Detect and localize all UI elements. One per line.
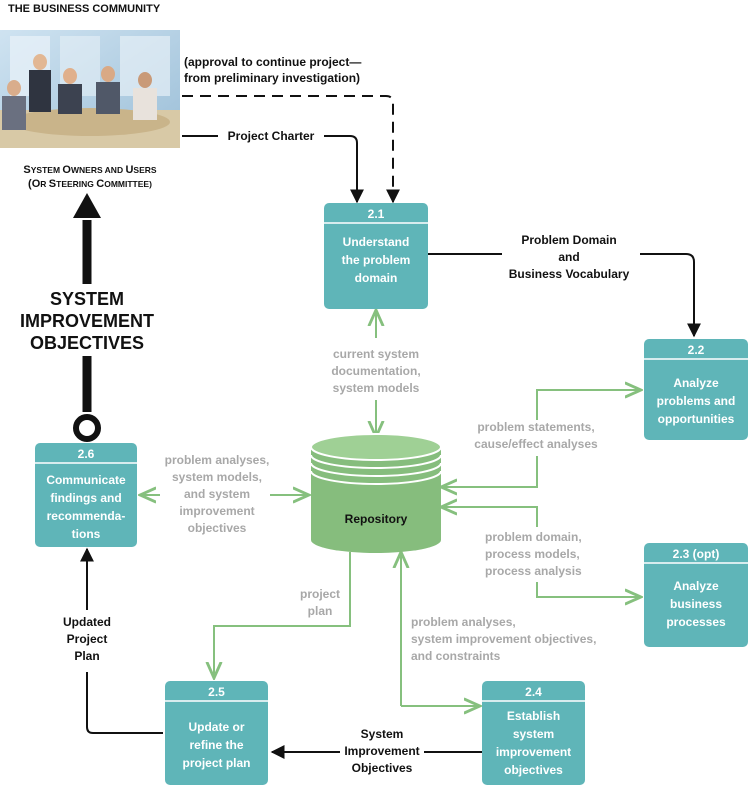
process-number: 2.1 [368,207,385,221]
flow-problem-statements-to-repo [441,456,538,487]
flow-label-current-system: system models [333,381,420,395]
process-label-line: business [670,597,722,611]
process-label-line: problems and [657,394,736,408]
flow-label-updated-plan: Plan [74,649,99,663]
svg-text:SYSTEM OWNERS AND USERS: SYSTEM OWNERS AND USERS [23,164,156,176]
process-label-line: processes [666,615,726,629]
flow-label-updated-plan: Updated [63,615,111,629]
flow-label-problem-analyses-left: objectives [188,521,247,535]
flow-label-project-plan: project [300,587,340,601]
flow-label-problem-analyses-left: and system [184,487,250,501]
flow-problem-statements-to-22 [536,390,641,420]
process-label-line: Analyze [673,376,719,390]
process-number: 2.5 [208,685,225,699]
process-label-line: refine the [189,738,243,752]
flow-label-process-models: problem domain, [485,530,582,544]
flow-label-approval: (approval to continue project— [184,55,361,69]
process-label-line: domain [355,271,398,285]
flow-project-plan-to-25 [214,552,351,678]
business-meeting-photo [0,30,180,148]
flow-label-approval: from preliminary investigation) [184,71,360,85]
process-box-shape [324,203,428,309]
flow-charter-line [182,135,357,202]
process-number: 2.6 [78,447,95,461]
process-label-line: Update or [188,720,244,734]
repository-datastore: Repository [310,433,442,553]
process-label-line: Communicate [46,473,126,487]
svg-text:(OR STEERING COMMITTEE): (OR STEERING COMMITTEE) [28,178,152,190]
process-label-line: Analyze [673,579,719,593]
process-label-line: objectives [504,763,563,777]
process-box-shape [644,543,748,647]
objectives-arrow [73,193,101,442]
flow-label-problem-statements: problem statements, [477,420,594,434]
flow-label-updated-plan: Project [67,632,108,646]
flow-label-problem-statements: cause/effect analyses [474,437,598,451]
process-label-line: Establish [507,709,560,723]
flow-label-constraints: problem analyses, [411,615,516,629]
flow-label-problem-analyses-left: problem analyses, [165,453,270,467]
flow-label-current-system: current system [333,347,419,361]
flow-label-problem-domain-vocab: and [558,250,579,264]
process-label-line: Understand [343,235,410,249]
process-label-line: opportunities [658,412,735,426]
flow-label-constraints: system improvement objectives, [411,632,596,646]
flow-label-process-models: process analysis [485,564,582,578]
process-number: 2.2 [688,343,705,357]
process-label-line: tions [72,527,101,541]
flow-problem-domain-line [428,253,694,336]
flow-process-models-to-repo [441,507,538,527]
flow-label-problem-analyses-left: improvement [179,504,254,518]
process-box-shape [644,339,748,440]
process-label-line: recommenda- [47,509,126,523]
objectives-label-line: OBJECTIVES [30,333,144,353]
header-title: THE BUSINESS COMMUNITY [8,3,161,15]
process-label-line: the problem [342,253,411,267]
flow-process-models-to-23 [536,582,641,597]
system-owners-label: SYSTEM OWNERS AND USERS (OR STEERING COM… [23,164,156,190]
objectives-label-line: SYSTEM [50,289,124,309]
process-number: 2.3 (opt) [673,547,720,561]
flow-label-problem-domain-vocab: Problem Domain [521,233,616,247]
process-label-line: system [513,727,554,741]
flow-label-problem-domain-vocab: Business Vocabulary [509,267,630,281]
flow-labels: (approval to continue project— from preli… [63,55,630,775]
flow-label-sio-bottom: Improvement [344,744,419,758]
process-label-line: findings and [50,491,121,505]
flow-label-process-models: process models, [485,547,580,561]
flow-label-constraints: and constraints [411,649,501,663]
process-label-line: improvement [496,745,571,759]
flow-label-charter: Project Charter [228,129,315,143]
flow-label-sio-bottom: Objectives [352,761,413,775]
process-label-line: project plan [182,756,250,770]
flow-approval-line [182,95,400,204]
flow-updated-plan-line [87,549,163,734]
objectives-label-line: IMPROVEMENT [20,311,154,331]
flow-label-project-plan: plan [308,604,333,618]
flow-label-sio-bottom: System [361,727,404,741]
flow-label-current-system: documentation, [331,364,420,378]
process-box-shape [165,681,268,785]
flow-label-problem-analyses-left: system models, [172,470,262,484]
process-box-shape [482,681,585,785]
repository-label: Repository [345,512,408,526]
process-number: 2.4 [525,685,542,699]
process-box-2-3: 2.3 (opt) Analyze business processes [644,543,748,647]
process-box-shape [35,443,137,547]
